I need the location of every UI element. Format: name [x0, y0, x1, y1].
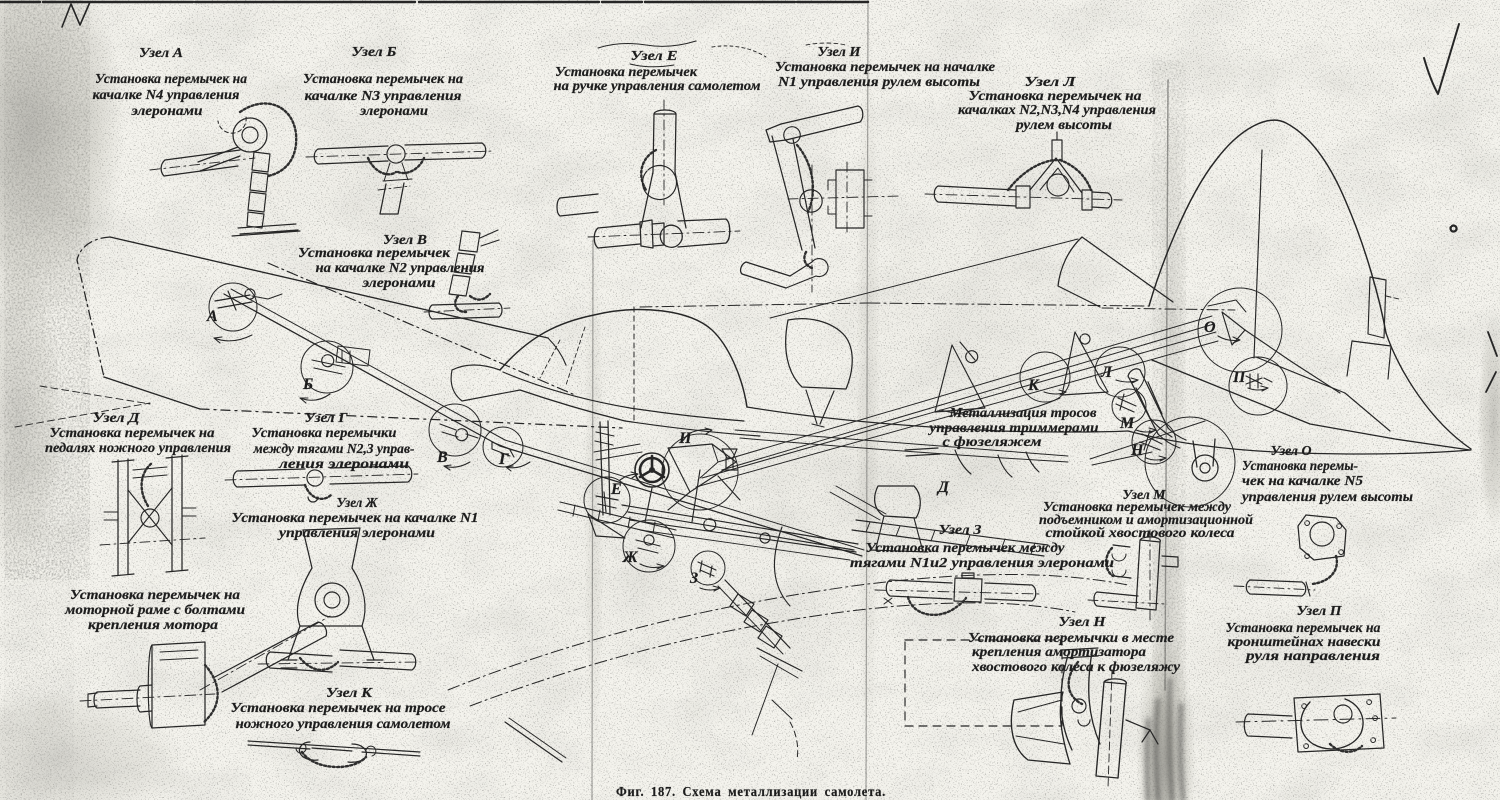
- svg-text:Установка перемычек на: Установка перемычек на: [50, 426, 215, 441]
- svg-text:Н: Н: [1130, 442, 1144, 459]
- svg-text:тягами N1и2 управления элерона: тягами N1и2 управления элеронами: [850, 556, 1114, 571]
- svg-text:элеронами: элеронами: [359, 104, 428, 119]
- svg-text:качалке N3 управления: качалке N3 управления: [305, 89, 462, 104]
- svg-text:крепления мотора: крепления мотора: [88, 618, 218, 633]
- svg-text:между тягами N2,3 управ-: между тягами N2,3 управ-: [253, 442, 415, 457]
- svg-text:элеронами: элеронами: [130, 104, 202, 119]
- svg-text:Установка перемычек: Установка перемычек: [298, 246, 451, 261]
- svg-text:Г: Г: [498, 451, 509, 468]
- svg-text:Л: Л: [1100, 364, 1113, 381]
- svg-text:Ж: Ж: [622, 549, 639, 566]
- svg-text:З: З: [689, 570, 698, 587]
- svg-text:крепления амортизатора: крепления амортизатора: [972, 645, 1146, 660]
- svg-text:Узел М: Узел М: [1123, 488, 1167, 503]
- svg-text:Узел К: Узел К: [326, 686, 374, 701]
- svg-text:Д: Д: [936, 479, 950, 496]
- svg-text:Е: Е: [610, 481, 622, 498]
- svg-text:руля направления: руля направления: [1245, 649, 1380, 664]
- svg-text:Установка перемы-: Установка перемы-: [1242, 459, 1358, 474]
- svg-text:Установка перемычек на: Установка перемычек на: [969, 89, 1142, 104]
- svg-text:ножного управления самолетом: ножного управления самолетом: [236, 717, 451, 732]
- svg-text:Узел Ж: Узел Ж: [337, 496, 379, 511]
- svg-text:Установка перемычек на началке: Установка перемычек на началке: [775, 60, 995, 75]
- svg-text:управления триммерами: управления триммерами: [927, 421, 1098, 436]
- svg-text:Узел З: Узел З: [939, 523, 982, 538]
- svg-text:Установка перемычек на: Установка перемычек на: [303, 72, 463, 87]
- svg-text:В: В: [436, 449, 448, 466]
- svg-text:педалях ножного управления: педалях ножного управления: [45, 441, 231, 456]
- svg-text:Б: Б: [302, 376, 313, 393]
- svg-text:элеронами: элеронами: [361, 276, 435, 291]
- svg-text:Узел Б: Узел Б: [352, 45, 397, 60]
- svg-text:качалке N4 управления: качалке N4 управления: [93, 88, 240, 103]
- svg-text:рулем высоты: рулем высоты: [1015, 118, 1112, 133]
- svg-text:Узел Д: Узел Д: [93, 411, 140, 426]
- svg-text:моторной раме с болтами: моторной раме с болтами: [64, 603, 245, 618]
- svg-text:Узел О: Узел О: [1271, 444, 1312, 459]
- svg-text:кронштейнах навески: кронштейнах навески: [1228, 635, 1381, 650]
- svg-text:Установка перемычек: Установка перемычек: [555, 65, 698, 80]
- svg-text:подъемником и амортизационной: подъемником и амортизационной: [1039, 513, 1253, 528]
- svg-text:Установка перемычек на тросе: Установка перемычек на тросе: [231, 701, 446, 716]
- svg-text:М: М: [1119, 415, 1135, 432]
- svg-text:стойкой хвостового колеса: стойкой хвостового колеса: [1046, 526, 1235, 541]
- svg-text:О: О: [1204, 319, 1216, 336]
- svg-text:Узел Е: Узел Е: [631, 49, 678, 64]
- svg-text:Узел Л: Узел Л: [1025, 75, 1076, 90]
- svg-text:управления элеронами: управления элеронами: [277, 526, 435, 541]
- svg-text:Узел Г: Узел Г: [305, 411, 349, 426]
- svg-text:Установка перемычки: Установка перемычки: [252, 426, 397, 441]
- svg-text:Узел А: Узел А: [139, 46, 183, 61]
- svg-text:К: К: [1027, 377, 1040, 394]
- svg-text:Установка перемычки в месте: Установка перемычки в месте: [968, 631, 1174, 646]
- svg-text:П: П: [1232, 369, 1246, 386]
- svg-text:Установка перемычек между: Установка перемычек между: [866, 541, 1066, 556]
- svg-text:хвостового колеса к фюзеляжу: хвостового колеса к фюзеляжу: [971, 660, 1181, 675]
- svg-text:на качалке N2 управления: на качалке N2 управления: [316, 261, 485, 276]
- svg-text:Металлизация тросов: Металлизация тросов: [948, 406, 1097, 421]
- svg-text:на ручке управления самолетом: на ручке управления самолетом: [554, 79, 761, 94]
- svg-text:качалках N2,N3,N4 управления: качалках N2,N3,N4 управления: [958, 103, 1156, 118]
- svg-text:Фиг. 187. Схема металлизации с: Фиг. 187. Схема металлизации самолета.: [616, 784, 886, 799]
- svg-text:Установка перемычек на качалке: Установка перемычек на качалке N1: [232, 511, 479, 526]
- svg-text:чек на качалке N5: чек на качалке N5: [1242, 474, 1363, 489]
- svg-text:Узел П: Узел П: [1297, 604, 1343, 619]
- svg-text:Узел И: Узел И: [818, 45, 862, 60]
- svg-text:с фюзеляжем: с фюзеляжем: [943, 435, 1042, 450]
- svg-text:Узел Н: Узел Н: [1059, 615, 1107, 630]
- svg-text:N1 управления рулем высоты: N1 управления рулем высоты: [777, 75, 980, 90]
- svg-text:ления элеронами: ления элеронами: [278, 457, 409, 472]
- svg-text:Установка перемычек между: Установка перемычек между: [1043, 500, 1232, 515]
- svg-text:Узел В: Узел В: [383, 233, 427, 248]
- svg-text:управления рулем высоты: управления рулем высоты: [1240, 490, 1413, 505]
- svg-text:Установка перемычек на: Установка перемычек на: [70, 588, 240, 603]
- svg-text:А: А: [206, 308, 218, 325]
- svg-text:Установка перемычек на: Установка перемычек на: [1226, 621, 1381, 636]
- svg-text:Установка перемычек на: Установка перемычек на: [95, 72, 247, 87]
